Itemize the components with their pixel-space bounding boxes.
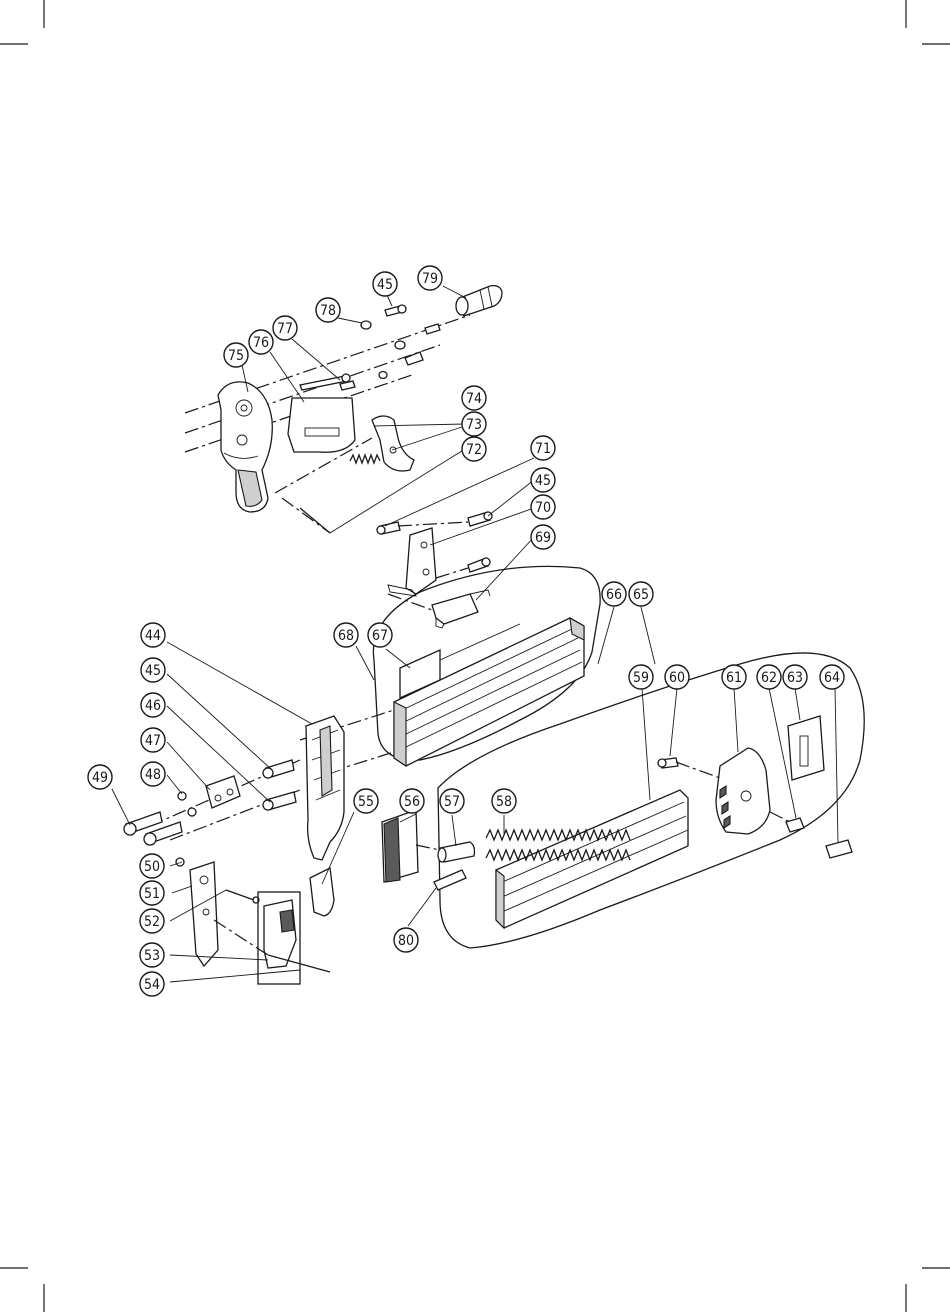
part-balloon-45b: 45	[531, 468, 555, 492]
part-number-label: 61	[726, 670, 742, 686]
part-number-label: 65	[633, 587, 649, 603]
part-balloon-74: 74	[462, 386, 486, 410]
part-balloon-64: 64	[820, 665, 844, 689]
trigger	[372, 416, 414, 471]
part-number-label: 54	[144, 977, 160, 993]
trigger-spring	[350, 455, 380, 463]
part-balloon-68: 68	[334, 623, 358, 647]
part-number-label: 76	[253, 335, 269, 351]
part-number-label: 45	[145, 663, 161, 679]
part-number-label: 52	[144, 914, 160, 930]
part-number-label: 79	[422, 271, 438, 287]
part-number-label: 80	[398, 933, 414, 949]
part-balloon-62: 62	[757, 665, 781, 689]
part-number-label: 60	[669, 670, 685, 686]
part-number-label: 74	[466, 391, 482, 407]
part-number-label: 64	[824, 670, 840, 686]
part-number-label: 69	[535, 530, 551, 546]
part-number-label: 51	[144, 886, 160, 902]
part-balloon-55: 55	[354, 789, 378, 813]
part-number-label: 45	[535, 473, 551, 489]
part-balloon-45a: 45	[373, 272, 397, 296]
part-balloon-79: 79	[418, 266, 442, 290]
part-number-label: 48	[145, 767, 161, 783]
part-balloon-76: 76	[249, 330, 273, 354]
part-balloon-67: 67	[368, 623, 392, 647]
part-number-label: 62	[761, 670, 777, 686]
part-balloon-49: 49	[88, 765, 112, 789]
bracket	[288, 398, 355, 452]
part-balloon-61: 61	[722, 665, 746, 689]
part-number-label: 77	[277, 321, 293, 337]
part-balloon-52: 52	[140, 909, 164, 933]
part-balloon-45c: 45	[141, 658, 165, 682]
part-number-label: 44	[145, 628, 161, 644]
part-balloon-73: 73	[462, 412, 486, 436]
part-balloon-70: 70	[531, 495, 555, 519]
part-balloon-72: 72	[462, 437, 486, 461]
part-balloon-75: 75	[224, 343, 248, 367]
part-balloon-65: 65	[629, 582, 653, 606]
top-assembly	[185, 286, 502, 533]
part-balloon-51: 51	[140, 881, 164, 905]
part-balloon-48: 48	[141, 762, 165, 786]
part-balloon-50: 50	[140, 854, 164, 878]
part-number-label: 59	[633, 670, 649, 686]
part-number-label: 70	[535, 500, 551, 516]
part-number-label: 78	[320, 303, 336, 319]
part-number-label: 45	[377, 277, 393, 293]
part-number-label: 71	[535, 441, 551, 457]
part-balloon-53: 53	[140, 943, 164, 967]
part-balloon-77: 77	[273, 316, 297, 340]
part-balloon-44: 44	[141, 623, 165, 647]
part-number-label: 55	[358, 794, 374, 810]
part-number-label: 66	[606, 587, 622, 603]
part-balloon-59: 59	[629, 665, 653, 689]
part-balloon-78: 78	[316, 298, 340, 322]
part-number-label: 73	[466, 417, 482, 433]
part-number-label: 58	[496, 794, 512, 810]
part-number-label: 47	[145, 733, 161, 749]
nose-assembly	[124, 710, 394, 984]
part-number-label: 49	[92, 770, 108, 786]
part-balloon-66: 66	[602, 582, 626, 606]
part-number-label: 72	[466, 442, 482, 458]
part-number-label: 75	[228, 348, 244, 364]
part-number-label: 68	[338, 628, 354, 644]
part-number-label: 56	[404, 794, 420, 810]
part-number-label: 46	[145, 698, 161, 714]
part-balloon-60: 60	[665, 665, 689, 689]
part-number-label: 63	[787, 670, 803, 686]
part-balloon-80: 80	[394, 928, 418, 952]
part-balloon-63: 63	[783, 665, 807, 689]
part-balloon-57: 57	[440, 789, 464, 813]
part-balloon-46: 46	[141, 693, 165, 717]
part-number-label: 67	[372, 628, 388, 644]
part-balloon-54: 54	[140, 972, 164, 996]
part-balloon-58: 58	[492, 789, 516, 813]
part-balloon-69: 69	[531, 525, 555, 549]
part-number-label: 50	[144, 859, 160, 875]
part-balloon-56: 56	[400, 789, 424, 813]
part-balloon-71: 71	[531, 436, 555, 460]
part-number-label: 57	[444, 794, 460, 810]
part-number-label: 53	[144, 948, 160, 964]
part-balloon-47: 47	[141, 728, 165, 752]
